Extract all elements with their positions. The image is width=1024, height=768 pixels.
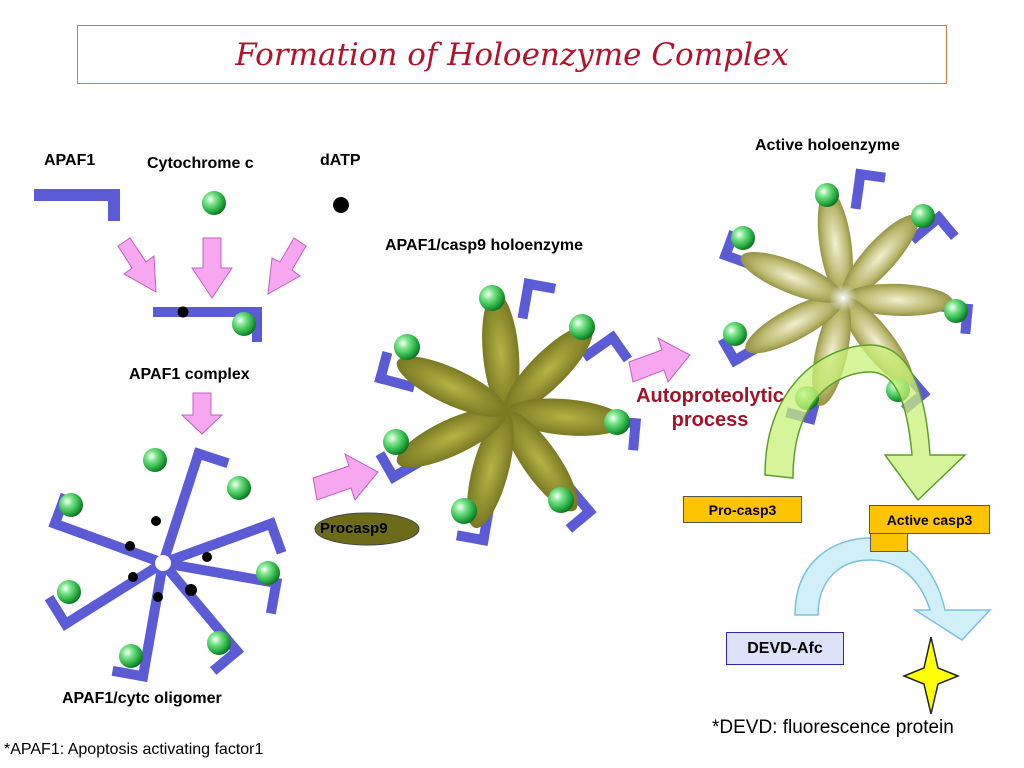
- devd-afc-box: DEVD-Afc: [726, 632, 844, 665]
- footnote-devd: *DEVD: fluorescence protein: [712, 717, 954, 738]
- title-box: Formation of Holoenzyme Complex: [77, 25, 947, 84]
- pink-arrows-top: [117, 237, 307, 299]
- cytochrome-c-sphere: [202, 191, 226, 215]
- label-process: process: [671, 409, 749, 431]
- apaf1-casp9-holoenzyme: [374, 278, 641, 546]
- pro-casp3-box: Pro-casp3: [683, 496, 802, 523]
- footnote-apaf1: *APAF1: Apoptosis activating factor1: [4, 741, 264, 758]
- fluorescence-star-icon: [901, 636, 961, 715]
- label-casp9-holoenzyme: APAF1/casp9 holoenzyme: [385, 237, 583, 254]
- pink-arrow-middle: [312, 452, 379, 502]
- apaf1-complex-shape: [153, 306, 262, 342]
- label-autoproteolytic: Autoproteolytic: [636, 385, 784, 407]
- label-apaf1: APAF1: [44, 152, 96, 169]
- green-curved-arrow: [764, 344, 967, 502]
- procasp9-oval: [314, 512, 420, 546]
- blue-curved-arrow: [794, 537, 992, 641]
- label-apaf1-complex: APAF1 complex: [129, 366, 250, 383]
- page-title: Formation of Holoenzyme Complex: [235, 36, 789, 73]
- active-casp3-box: Active casp3: [869, 505, 990, 534]
- apaf1-cytc-oligomer: [44, 447, 287, 683]
- active-casp3-tab: [870, 534, 908, 552]
- label-procasp9: Procasp9: [320, 520, 388, 537]
- apaf1-bar: [34, 189, 120, 221]
- pink-arrow-down: [180, 392, 224, 435]
- label-datp: dATP: [320, 152, 361, 169]
- label-oligomer: APAF1/cytc oligomer: [62, 690, 222, 707]
- label-autoproteolytic-process: Autoproteolytic process: [618, 384, 802, 432]
- datp-dot: [333, 197, 349, 213]
- pink-arrow-right: [628, 336, 691, 384]
- label-cytochrome-c: Cytochrome c: [147, 155, 254, 172]
- label-active-holoenzyme: Active holoenzyme: [755, 137, 900, 154]
